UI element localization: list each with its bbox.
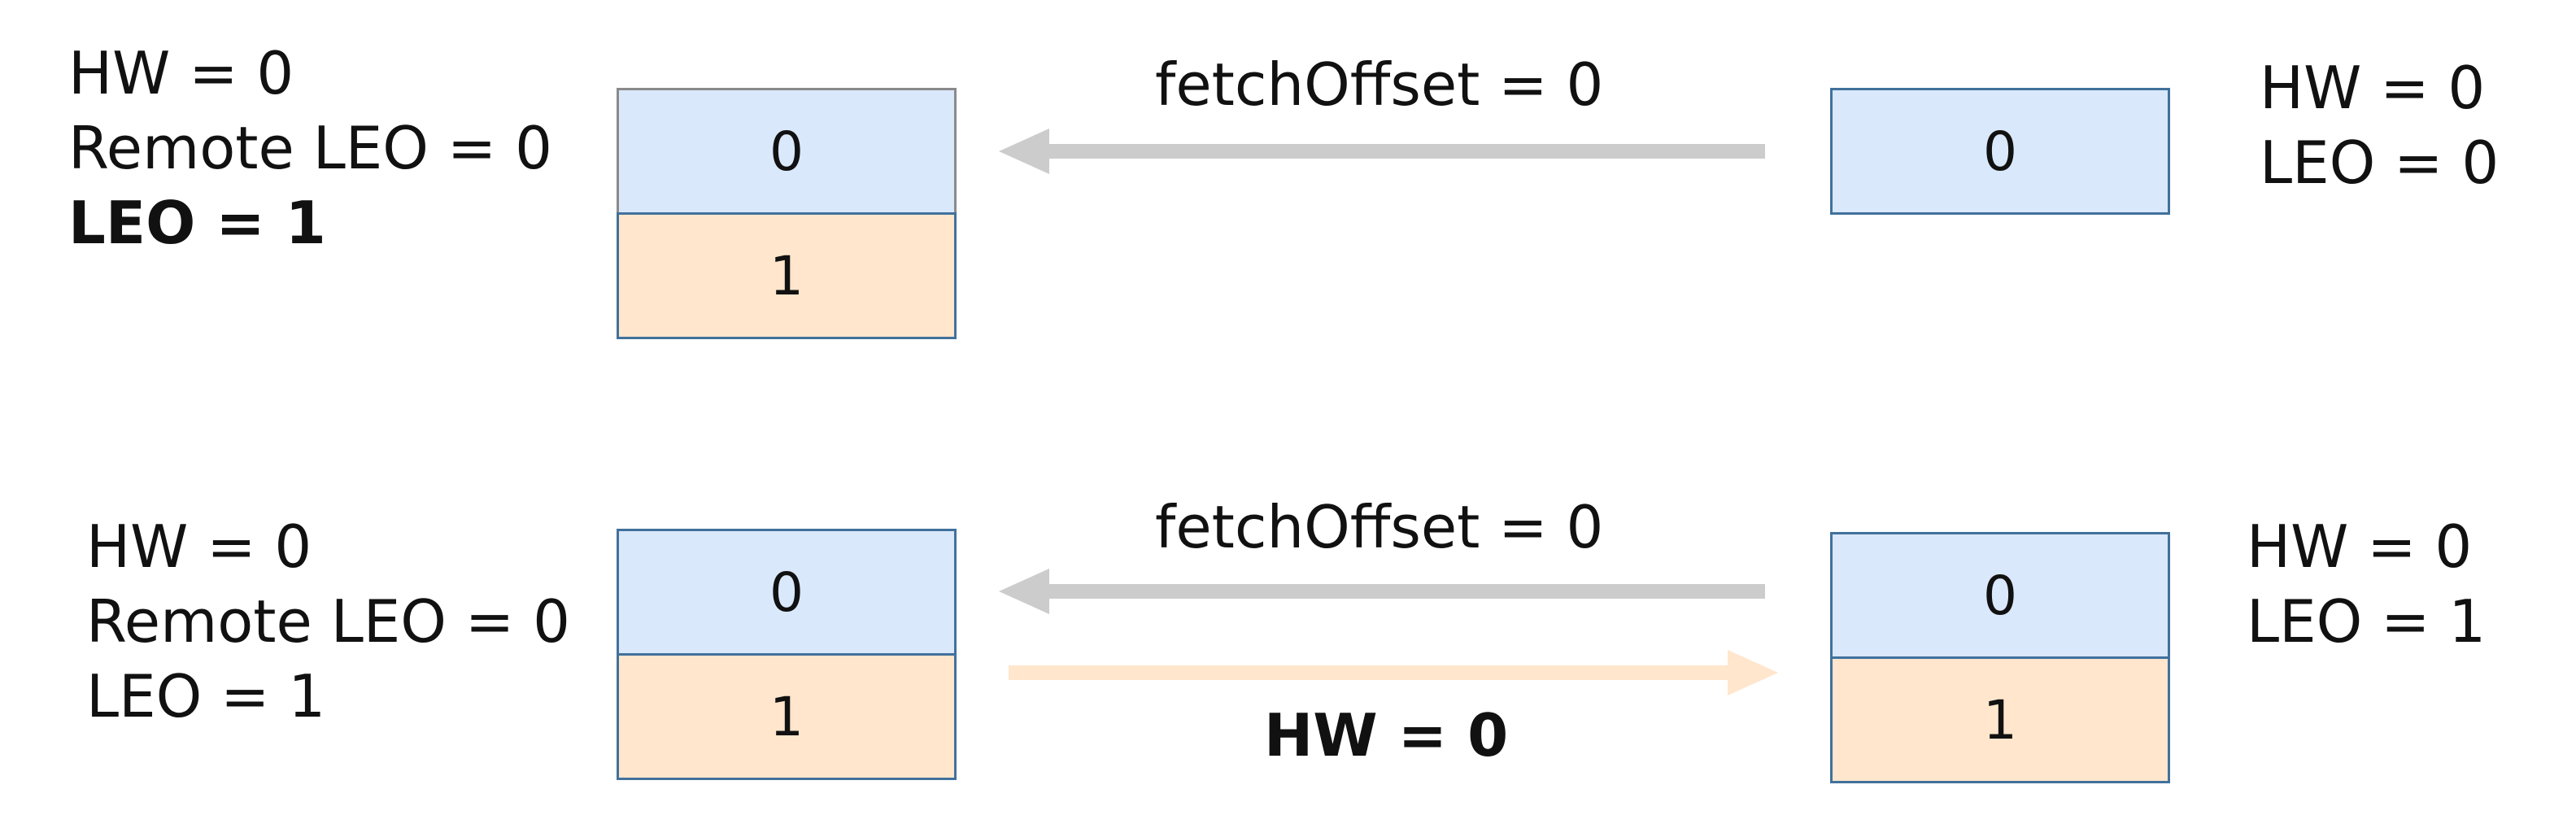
top-leader-record-0: 0 <box>617 88 957 215</box>
top-fetch-arrow <box>999 129 1765 174</box>
top-follower-hw: HW = 0 <box>2260 54 2486 122</box>
top-follower-log: 0 <box>1830 88 2170 215</box>
bottom-leader-labels: HW = 0 Remote LEO = 0 LEO = 1 <box>86 509 570 734</box>
bottom-leader-record-0: 0 <box>617 529 957 656</box>
bottom-follower-leo: LEO = 1 <box>2247 587 2487 656</box>
bottom-fetch-label: fetchOffset = 0 <box>1155 493 1604 561</box>
top-leader-remote-leo: Remote LEO = 0 <box>68 114 552 182</box>
top-leader-record-1: 1 <box>617 212 957 339</box>
bottom-leader-leo: LEO = 1 <box>86 662 326 730</box>
bottom-follower-labels: HW = 0 LEO = 1 <box>2247 509 2486 659</box>
bottom-leader-log: 0 1 <box>617 529 957 780</box>
top-leader-log: 0 1 <box>617 88 957 339</box>
bottom-follower-hw: HW = 0 <box>2247 512 2473 581</box>
top-fetch-label: fetchOffset = 0 <box>1155 50 1604 119</box>
top-follower-labels: HW = 0 LEO = 0 <box>2260 50 2499 200</box>
bottom-leader-hw: HW = 0 <box>86 512 312 581</box>
bottom-follower-log: 0 1 <box>1830 532 2170 783</box>
bottom-fetch-arrow <box>999 569 1765 614</box>
top-follower-record-0: 0 <box>1830 88 2170 215</box>
top-follower-leo: LEO = 0 <box>2260 129 2500 197</box>
top-leader-leo: LEO = 1 <box>68 189 326 257</box>
bottom-follower-record-0: 0 <box>1830 532 2170 659</box>
bottom-leader-record-1: 1 <box>617 653 957 780</box>
top-leader-hw: HW = 0 <box>68 39 294 107</box>
bottom-follower-record-1: 1 <box>1830 656 2170 783</box>
bottom-response-arrow <box>1009 650 1778 695</box>
top-leader-labels: HW = 0 Remote LEO = 0 LEO = 1 <box>68 36 552 260</box>
bottom-leader-remote-leo: Remote LEO = 0 <box>86 587 570 656</box>
bottom-response-label: HW = 0 <box>1264 701 1509 770</box>
